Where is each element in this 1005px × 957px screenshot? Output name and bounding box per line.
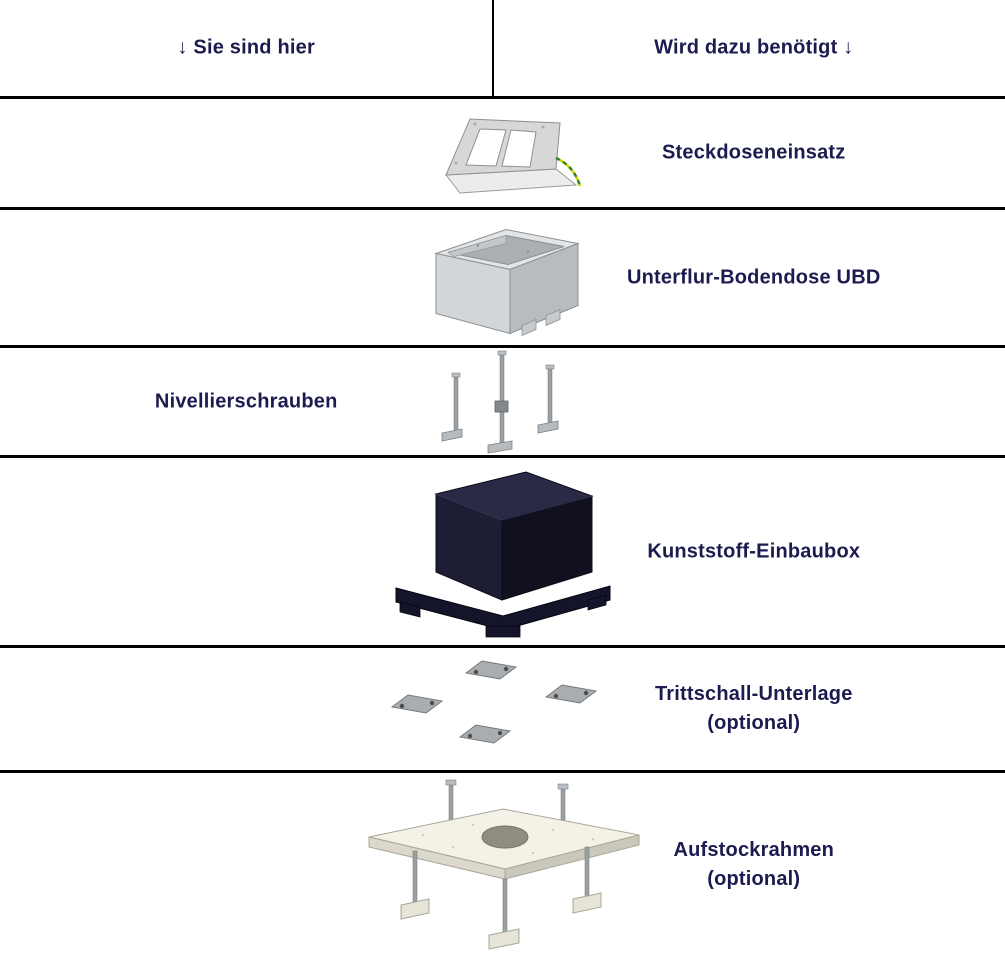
- socket-insert-illustration: [408, 103, 598, 203]
- impact-sound-pads-illustration: [388, 657, 618, 761]
- label-trittschall-line2: (optional): [707, 712, 801, 734]
- header-right-label: Wird dazu benötigt ↓: [654, 36, 854, 59]
- label-aufstockrahmen-line2: (optional): [707, 868, 801, 890]
- underfloor-box-illustration: [418, 215, 588, 340]
- raising-frame-illustration: [353, 775, 653, 955]
- row-steckdoseneinsatz: Steckdoseneinsatz: [0, 96, 1005, 207]
- label-trittschall-line1: Trittschall-Unterlage: [654, 683, 853, 705]
- label-kunststoff-einbaubox: Kunststoff-Einbaubox: [647, 540, 861, 562]
- label-nivellierschrauben: Nivellierschrauben: [154, 390, 338, 412]
- label-aufstockrahmen-line1: Aufstockrahmen: [673, 839, 835, 861]
- row-nivellierschrauben: Nivellierschrauben: [0, 345, 1005, 455]
- plastic-mounting-box-illustration: [378, 462, 628, 642]
- header-row: ↓ Sie sind hier Wird dazu benötigt ↓: [0, 0, 1005, 96]
- row-aufstockrahmen: Aufstockrahmen (optional): [0, 770, 1005, 957]
- label-trittschall-unterlage: Trittschall-Unterlage (optional): [503, 680, 1005, 738]
- leveling-screws-illustration: [418, 349, 588, 455]
- header-left-label: ↓ Sie sind hier: [177, 36, 315, 59]
- header-column-divider: [492, 0, 494, 96]
- row-unterflur-bodendose: Unterflur-Bodendose UBD: [0, 207, 1005, 345]
- row-kunststoff-einbaubox: Kunststoff-Einbaubox: [0, 455, 1005, 645]
- label-steckdoseneinsatz: Steckdoseneinsatz: [662, 141, 846, 164]
- label-unterflur-bodendose: Unterflur-Bodendose UBD: [627, 266, 881, 288]
- row-trittschall-unterlage: Trittschall-Unterlage (optional): [0, 645, 1005, 770]
- label-aufstockrahmen: Aufstockrahmen (optional): [503, 836, 1005, 894]
